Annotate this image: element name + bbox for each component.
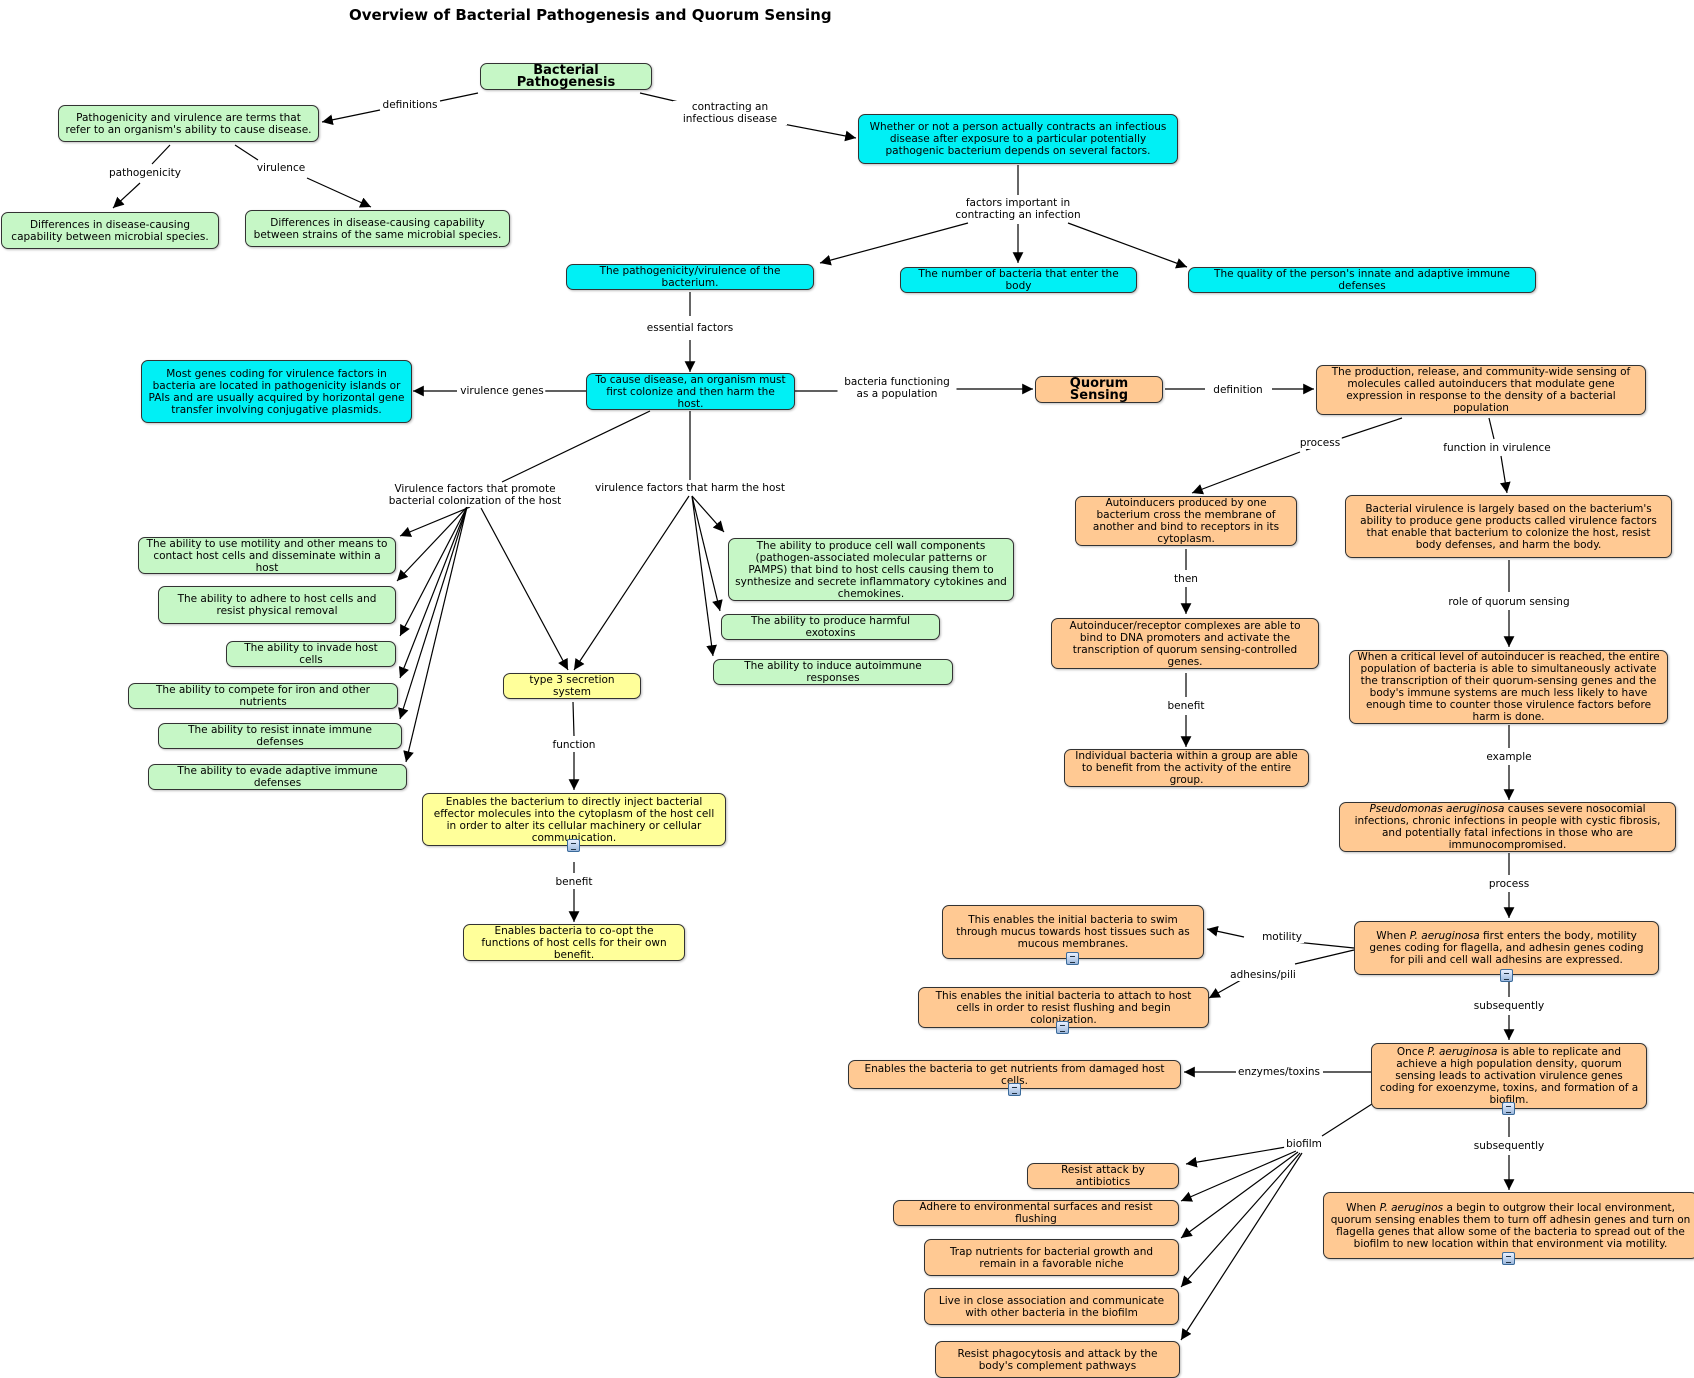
resource-icon[interactable]	[1008, 1083, 1021, 1096]
node-innate-ability[interactable]: The ability to resist innate immune defe…	[158, 723, 402, 749]
link-label-adhesins-pili: adhesins/pili	[1228, 969, 1298, 981]
link-label-virulence-genes: virulence genes	[458, 385, 546, 397]
resource-icon[interactable]	[1056, 1021, 1069, 1034]
node-receptor-complexes[interactable]: Autoinducer/receptor complexes are able …	[1051, 618, 1319, 669]
link-label-benefit: benefit	[1165, 700, 1207, 712]
link-label-enzymes-toxins: enzymes/toxins	[1235, 1066, 1323, 1078]
node-adhere-surfaces[interactable]: Adhere to environmental surfaces and res…	[893, 1200, 1179, 1226]
node-bacterial-virulence[interactable]: Bacterial virulence is largely based on …	[1345, 495, 1672, 558]
link-label-function-in-virulence: function in virulence	[1441, 442, 1553, 454]
map-title: Overview of Bacterial Pathogenesis and Q…	[349, 6, 832, 24]
link-label-subsequently: subsequently	[1471, 1000, 1547, 1012]
link-label-essential: essential factors	[644, 322, 736, 334]
link-label-promote-colonization: Virulence factors that promote bacterial…	[370, 483, 580, 507]
node-resist-antibiotics[interactable]: Resist attack by antibiotics	[1027, 1163, 1179, 1189]
resource-icon[interactable]	[1502, 1102, 1515, 1115]
node-individual-bacteria[interactable]: Individual bacteria within a group are a…	[1064, 749, 1309, 787]
node-iron-ability[interactable]: The ability to compete for iron and othe…	[128, 683, 398, 709]
node-invade-ability[interactable]: The ability to invade host cells	[226, 641, 396, 667]
resource-icon[interactable]	[1502, 1252, 1515, 1265]
node-trap-nutrients[interactable]: Trap nutrients for bacterial growth and …	[924, 1239, 1179, 1276]
link-label-definitions: definitions	[380, 99, 440, 111]
resource-icon[interactable]	[1500, 969, 1513, 982]
node-type3-secretion[interactable]: type 3 secretion system	[503, 673, 641, 699]
resource-icon[interactable]	[1066, 952, 1079, 965]
link-label-subsequently: subsequently	[1471, 1140, 1547, 1152]
link-label-benefit: benefit	[553, 876, 595, 888]
resource-icon[interactable]	[567, 839, 580, 852]
link-label-role-of-quorum-sensing: role of quorum sensing	[1446, 596, 1572, 608]
node-colonize-and-harm[interactable]: To cause disease, an organism must first…	[586, 373, 795, 410]
node-immune-defenses-quality[interactable]: The quality of the person's innate and a…	[1188, 267, 1536, 293]
node-inject-effectors[interactable]: Enables the bacterium to directly inject…	[422, 793, 726, 846]
node-swim-through-mucus[interactable]: This enables the initial bacteria to swi…	[942, 905, 1204, 959]
node-number-of-bacteria[interactable]: The number of bacteria that enter the bo…	[900, 267, 1137, 293]
node-pathogenicity-of-bacterium[interactable]: The pathogenicity/virulence of the bacte…	[566, 264, 814, 290]
node-pamps-ability[interactable]: The ability to produce cell wall compone…	[728, 538, 1014, 601]
node-resist-phagocytosis[interactable]: Resist phagocytosis and attack by the bo…	[935, 1341, 1180, 1378]
node-live-in-biofilm[interactable]: Live in close association and communicat…	[924, 1288, 1179, 1325]
node-replicate-density[interactable]: Once P. aeruginosa is able to replicate …	[1371, 1043, 1647, 1109]
node-quorum-sensing-definition[interactable]: The production, release, and community-w…	[1316, 365, 1646, 415]
node-motility-ability[interactable]: The ability to use motility and other me…	[138, 537, 396, 574]
node-exotoxins-ability[interactable]: The ability to produce harmful exotoxins	[721, 614, 940, 640]
node-adaptive-ability[interactable]: The ability to evade adaptive immune def…	[148, 764, 407, 790]
node-quorum-sensing[interactable]: Quorum Sensing	[1035, 376, 1163, 403]
node-critical-level[interactable]: When a critical level of autoinducer is …	[1349, 650, 1668, 724]
link-label-pathogenicity: pathogenicity	[106, 167, 184, 179]
node-contracts-infection[interactable]: Whether or not a person actually contrac…	[858, 114, 1178, 164]
node-bacterial-pathogenesis[interactable]: Bacterial Pathogenesis	[480, 63, 652, 90]
link-label-motility: motility	[1260, 931, 1304, 943]
node-autoimmune-ability[interactable]: The ability to induce autoimmune respons…	[713, 659, 953, 685]
node-pathogenicity-definition[interactable]: Pathogenicity and virulence are terms th…	[58, 105, 319, 142]
link-label-harm-host: virulence factors that harm the host	[593, 482, 787, 494]
node-first-enters-body[interactable]: When P. aeruginosa first enters the body…	[1354, 921, 1659, 975]
link-label-contracting: contracting an infectious disease	[673, 101, 787, 125]
link-label-example: example	[1484, 751, 1534, 763]
node-differences-strains[interactable]: Differences in disease-causing capabilit…	[245, 210, 510, 247]
link-label-definition: definition	[1211, 384, 1265, 396]
node-pseudomonas[interactable]: Pseudomonas aeruginosa causes severe nos…	[1339, 802, 1676, 852]
link-label-population: bacteria functioning as a population	[837, 376, 957, 400]
node-outgrow-environment[interactable]: When P. aeruginos a begin to outgrow the…	[1323, 1192, 1694, 1259]
node-coopt-host-cells[interactable]: Enables bacteria to co-opt the functions…	[463, 924, 685, 961]
link-label-process: process	[1297, 437, 1343, 449]
link-label-biofilm: biofilm	[1284, 1138, 1324, 1150]
link-label-then: then	[1172, 573, 1200, 585]
node-adhere-ability[interactable]: The ability to adhere to host cells and …	[158, 586, 396, 624]
link-label-process: process	[1486, 878, 1532, 890]
node-differences-species[interactable]: Differences in disease-causing capabilit…	[1, 212, 219, 249]
link-label-function: function	[550, 739, 598, 751]
node-pathogenicity-islands[interactable]: Most genes coding for virulence factors …	[141, 360, 412, 423]
link-label-factors: factors important in contracting an infe…	[948, 197, 1088, 221]
node-autoinducers[interactable]: Autoinducers produced by one bacterium c…	[1075, 496, 1297, 546]
link-label-virulence: virulence	[254, 162, 308, 174]
